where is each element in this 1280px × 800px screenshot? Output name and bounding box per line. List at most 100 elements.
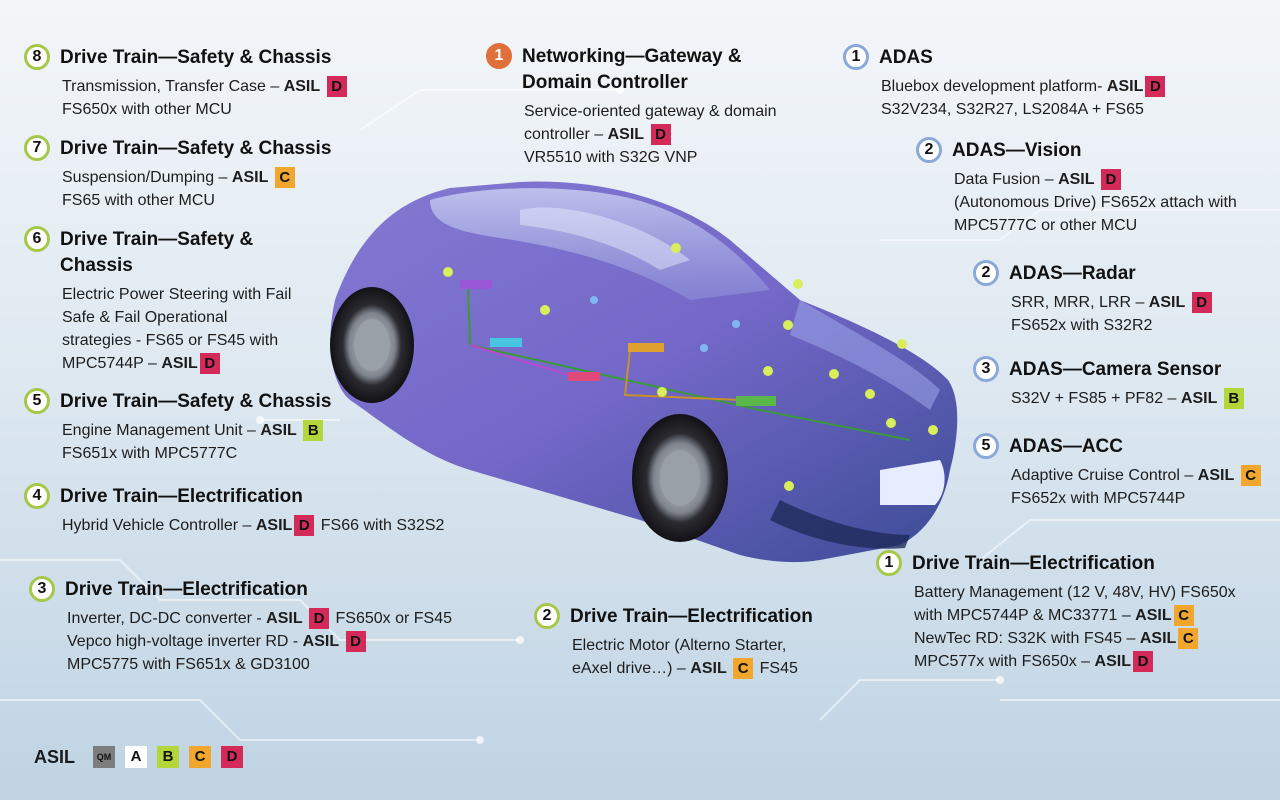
asil-badge: D (1100, 169, 1121, 191)
desc-text: FS650x or FS45 (335, 610, 453, 627)
desc-text: Bluebox development platform- (881, 78, 1107, 95)
asil-badge: D (1132, 651, 1153, 673)
desc-text: MPC5777C or other MCU (954, 217, 1138, 234)
step-number: 2 (534, 603, 560, 629)
desc-text: Electric Motor (Alterno Starter, (572, 637, 787, 654)
asil-label: ASIL (1058, 171, 1095, 188)
block-title: ADAS (879, 47, 933, 68)
desc-text: strategies - FS65 or FS45 with (62, 332, 279, 349)
block-title: Drive Train—Safety & Chassis (60, 391, 332, 412)
sensor-dots (443, 243, 938, 491)
desc-text: with MPC5744P & MC33771 – (914, 607, 1136, 624)
desc-text: Transmission, Transfer Case – (62, 78, 284, 95)
adas-block: 1 ADAS Bluebox development platform- ASIL… (843, 44, 1167, 121)
asil-label: ASIL (1180, 390, 1218, 407)
asil-label: ASIL (1197, 467, 1235, 484)
block-title: ADAS—Vision (952, 140, 1082, 161)
asil-legend: ASIL QM A B C D (34, 746, 253, 768)
drive-train-2-block: 2 Drive Train—Electrification Electric Mo… (534, 603, 813, 680)
asil-badge: D (294, 515, 315, 537)
asil-label: ASIL (1139, 630, 1177, 647)
desc-text: Electric Power Steering with Fail (62, 286, 292, 303)
asil-label: ASIL (260, 422, 297, 439)
desc-text: FS651x with MPC5777C (62, 445, 238, 462)
legend-badge-c: C (189, 746, 212, 768)
drive-train-6-block: 6 Drive Train—Safety & Chassis Electric P… (24, 226, 292, 375)
desc-text: S32V234, S32R27, LS2084A + FS65 (881, 101, 1144, 118)
asil-label: ASIL (690, 660, 727, 677)
step-number: 5 (973, 433, 999, 459)
asil-badge: C (1240, 465, 1261, 487)
asil-label: ASIL (302, 633, 340, 650)
asil-label: ASIL (1148, 294, 1186, 311)
desc-text: Hybrid Vehicle Controller – (62, 517, 256, 534)
step-number: 1 (876, 550, 902, 576)
asil-badge: D (345, 631, 366, 653)
asil-badge: D (650, 124, 671, 146)
block-title: Networking—Gateway & (522, 46, 742, 67)
asil-label: ASIL (1106, 78, 1144, 95)
asil-badge: C (733, 658, 754, 680)
asil-label: ASIL (283, 78, 321, 95)
block-title: Drive Train—Electrification (65, 579, 308, 600)
block-title: Drive Train—Electrification (570, 606, 813, 627)
asil-label: ASIL (607, 126, 645, 143)
step-number: 6 (24, 226, 50, 252)
asil-badge: D (1191, 292, 1212, 314)
ecu-modules (460, 280, 776, 406)
block-title: Drive Train—Electrification (60, 486, 303, 507)
adas-vision-block: 2 ADAS—Vision Data Fusion – ASIL D (Auton… (916, 137, 1237, 237)
desc-text: VR5510 with S32G VNP (524, 149, 698, 166)
desc-text: Vepco high-voltage inverter RD - (67, 633, 303, 650)
desc-text: Service-oriented gateway & domain (524, 103, 777, 120)
desc-text: Data Fusion – (954, 171, 1059, 188)
step-number: 1 (843, 44, 869, 70)
asil-badge: C (1173, 605, 1194, 627)
block-title-cont: Chassis (60, 255, 133, 276)
asil-label: ASIL (161, 355, 198, 372)
step-number: 1 (486, 43, 512, 69)
desc-text: MPC5775 with FS651x & GD3100 (67, 656, 310, 673)
block-title: ADAS—ACC (1009, 436, 1123, 457)
legend-badge-qm: QM (93, 746, 116, 768)
asil-label: ASIL (1094, 653, 1131, 670)
asil-label: ASIL (1135, 607, 1172, 624)
desc-text: FS652x with S32R2 (1011, 317, 1153, 334)
asil-badge: B (1223, 388, 1244, 410)
block-title: Drive Train—Safety & (60, 229, 254, 250)
legend-label: ASIL (34, 746, 76, 767)
asil-badge: B (303, 420, 324, 442)
asil-badge: D (326, 76, 347, 98)
block-title: ADAS—Camera Sensor (1009, 359, 1222, 380)
block-title: Drive Train—Safety & Chassis (60, 47, 332, 68)
desc-text: Adaptive Cruise Control – (1011, 467, 1198, 484)
wiring (467, 284, 911, 441)
desc-text: MPC577x with FS650x – (914, 653, 1095, 670)
step-number: 3 (973, 356, 999, 382)
step-number: 7 (24, 135, 50, 161)
desc-text: FS650x with other MCU (62, 101, 232, 118)
step-number: 2 (916, 137, 942, 163)
desc-text: Battery Management (12 V, 48V, HV) FS650… (914, 584, 1236, 601)
step-number: 4 (24, 483, 50, 509)
desc-text: (Autonomous Drive) FS652x attach with (954, 194, 1237, 211)
drive-train-8-block: 8 Drive Train—Safety & Chassis Transmissi… (24, 44, 349, 121)
drive-train-4-block: 4 Drive Train—Electrification Hybrid Vehi… (24, 483, 444, 537)
networking-gateway-block: 1 Networking—Gateway &Domain Controller … (486, 43, 777, 169)
desc-text: S32V + FS85 + PF82 – (1011, 390, 1181, 407)
adas-camera-block: 3 ADAS—Camera Sensor S32V + FS85 + PF82 –… (973, 356, 1246, 410)
asil-badge: C (274, 167, 295, 189)
asil-badge: D (199, 353, 220, 375)
legend-badge-a: A (125, 746, 148, 768)
asil-badge: D (1145, 76, 1166, 98)
step-number: 8 (24, 44, 50, 70)
desc-text: FS652x with MPC5744P (1011, 490, 1186, 507)
block-title-cont: Domain Controller (522, 72, 688, 93)
block-title: Drive Train—Safety & Chassis (60, 138, 332, 159)
